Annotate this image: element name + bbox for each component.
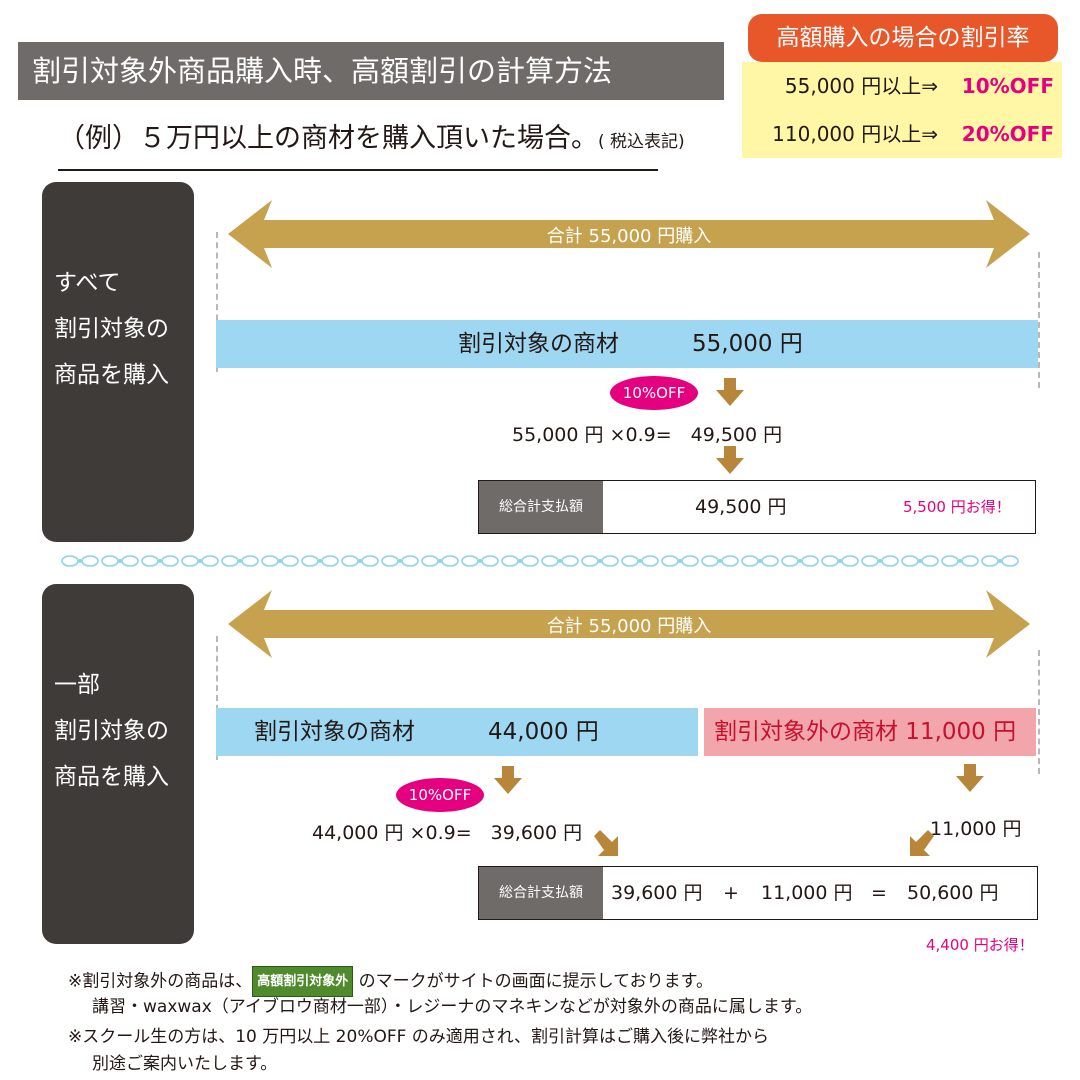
page-title: 割引対象外商品購入時、高額割引の計算方法 [18,42,724,100]
section1-total-label: 合計 55,000 円購入 [546,226,712,247]
rate-discount: 10%OFF [961,74,1054,98]
section1-discount-badge: 10%OFF [610,376,698,410]
section1-discount-bar: 割引対象の商材 55,000 円 [216,320,1038,368]
plus-sign: + [723,882,739,904]
exclusion-mark-tag: 高額割引対象外 [252,966,354,997]
equals-sign: = [871,882,887,904]
section2-discount-bar: 割引対象の商材 44,000 円 [216,708,698,756]
section1-total-double-arrow [228,200,1030,268]
section2-total-label: 合計 55,000 円購入 [546,616,712,637]
bar-item-name: 割引対象の商材 [458,331,619,357]
total-value: 49,500 円 [695,496,787,518]
down-arrow-icon [716,446,744,474]
section1-calculation: 55,000 円 ×0.9= 49,500 円 [512,424,783,446]
section2-total-double-arrow [228,590,1030,658]
bar-item-name: 割引対象の商材 [254,719,415,745]
section2-left-guide [216,636,218,760]
section2-savings-text: 4,400 円お得！ [926,936,1034,954]
rate-row: 110,000 円以上⇒ 20%OFF [742,110,1062,158]
section2-right-guide [1038,650,1040,774]
rate-discount: 20%OFF [961,122,1054,146]
savings-text: 5,500 円お得！ [903,498,1011,516]
total-part1: 39,600 円 [611,882,703,904]
section1-left-guide [216,232,218,372]
section1-total-box: 総合計支払額 49,500 円 5,500 円お得！ [478,480,1036,534]
excluded-bar-text: 割引対象外の商材 11,000 円 [714,719,1017,745]
total-part2: 11,000 円 [761,882,853,904]
down-arrow-icon [716,378,744,406]
rate-table: 55,000 円以上⇒ 10%OFF 110,000 円以上⇒ 20%OFF [742,62,1062,158]
note-prefix: ※割引対象外の商品は、 [68,971,253,992]
note-line-3: ※スクール生の方は、10 万円以上 20%OFF のみ適用され、割引計算はご購入… [68,1027,769,1047]
bar-item-amount: 55,000 円 [692,331,803,357]
note-suffix: のマークがサイトの画面に提示しております。 [353,971,713,992]
total-box-label: 総合計支払額 [479,481,603,533]
note-line-4: 別途ご案内いたします。 [92,1054,278,1074]
bar-item-amount: 44,000 円 [488,719,599,745]
section2-side-panel: 一部 割引対象の 商品を購入 [42,584,194,944]
note-line-1: ※割引対象外の商品は、高額割引対象外 のマークがサイトの画面に提示しております。 [68,966,713,997]
example-heading: （例）５万円以上の商材を購入頂いた場合。( 税込表記) [58,118,685,171]
note-line-2: 講習・waxwax（アイブロウ商材一部）・レジーナのマネキンなどが対象外の商品に… [92,997,813,1017]
example-tax-note: ( 税込表記) [598,132,685,152]
total-box-label: 総合計支払額 [479,867,603,919]
total-result: 50,600 円 [907,882,999,904]
ornamental-divider [60,548,1020,574]
diagonal-arrow-icon [594,830,618,856]
example-main-text: （例）５万円以上の商材を購入頂いた場合。 [58,123,598,154]
rate-condition: 55,000 円以上⇒ [784,74,938,98]
side-line: 割引対象の [54,718,169,744]
section1-side-panel: すべて 割引対象の 商品を購入 [42,182,194,542]
down-arrow-icon [494,766,522,794]
side-line: 商品を購入 [54,362,169,388]
rate-row: 55,000 円以上⇒ 10%OFF [742,62,1062,110]
rate-condition: 110,000 円以上⇒ [772,122,938,146]
section2-excluded-bar: 割引対象外の商材 11,000 円 [704,708,1036,756]
side-line: すべて [54,270,121,296]
down-arrow-icon [956,764,984,792]
diagonal-arrow-icon [910,830,934,856]
section1-right-guide [1038,252,1040,388]
side-line: 一部 [54,672,100,698]
section2-excluded-amount: 11,000 円 [930,818,1022,840]
section2-calculation: 44,000 円 ×0.9= 39,600 円 [312,822,583,844]
side-line: 商品を購入 [54,764,169,790]
section2-discount-badge: 10%OFF [396,778,484,812]
section2-total-box: 総合計支払額 39,600 円 + 11,000 円 = 50,600 円 [478,866,1038,920]
rate-table-heading: 高額購入の場合の割引率 [748,14,1058,62]
side-line: 割引対象の [54,316,169,342]
